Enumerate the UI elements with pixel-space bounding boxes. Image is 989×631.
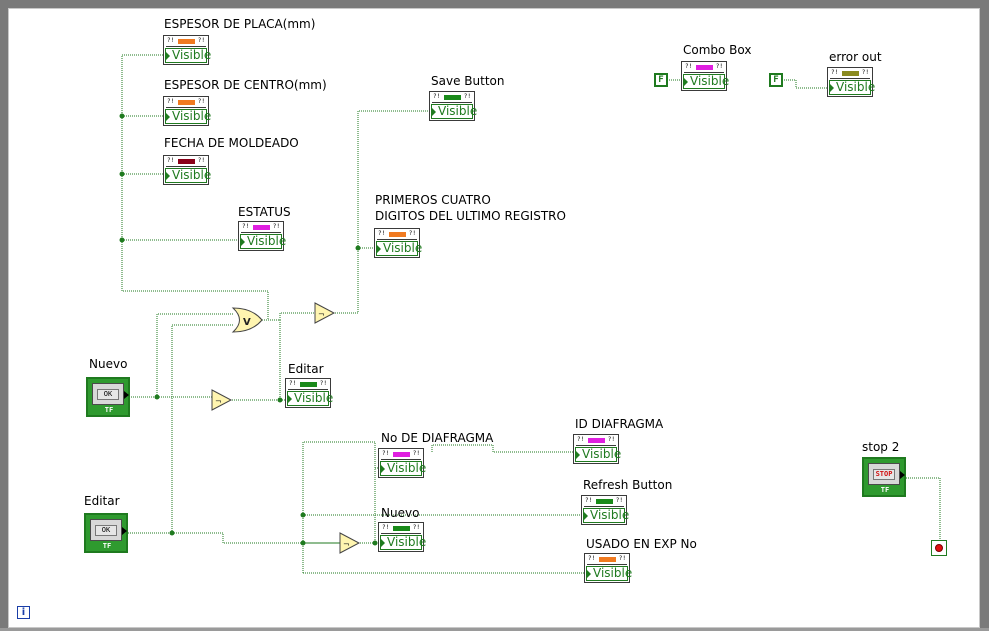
property-node-fecha-moldeado[interactable]: ?!?! Visible xyxy=(163,155,211,185)
label-no-diafragma: No DE DIAFRAGMA xyxy=(381,431,494,445)
visible-property[interactable]: Visible xyxy=(586,566,632,581)
visible-property[interactable]: Visible xyxy=(165,168,211,183)
loop-iteration-icon[interactable]: i xyxy=(17,606,30,619)
visible-property[interactable]: Visible xyxy=(240,234,286,249)
nuevo-boolean-control[interactable]: OK TF xyxy=(86,377,130,417)
label-stop2: stop 2 xyxy=(862,440,900,454)
visible-property[interactable]: Visible xyxy=(583,508,629,523)
label-refresh-button: Refresh Button xyxy=(583,478,673,492)
property-node-editar[interactable]: ?!?! Visible xyxy=(285,378,333,408)
label-nuevo-control: Nuevo xyxy=(89,357,128,371)
property-node-estatus[interactable]: ?!?! Visible xyxy=(238,221,286,251)
stop-if-true-icon xyxy=(935,544,943,552)
visible-property[interactable]: Visible xyxy=(165,48,211,63)
svg-text:¬: ¬ xyxy=(343,540,350,549)
label-combo-box: Combo Box xyxy=(683,43,752,57)
property-node-error-out[interactable]: ?!?! Visible xyxy=(827,67,875,97)
property-node-save-button[interactable]: ?!?! Visible xyxy=(429,91,477,121)
false-constant-error[interactable]: F xyxy=(769,73,783,87)
loop-condition-terminal[interactable] xyxy=(931,540,947,556)
not-gate-upper[interactable]: ¬ xyxy=(314,302,336,324)
property-node-nuevo[interactable]: ?!?! Visible xyxy=(378,522,426,552)
stop2-boolean-control[interactable]: STOP TF xyxy=(862,457,906,497)
label-fecha-moldeado: FECHA DE MOLDEADO xyxy=(164,136,299,150)
editar-boolean-control[interactable]: OK TF xyxy=(84,513,128,553)
label-error-out: error out xyxy=(829,50,882,64)
ok-button-icon: OK xyxy=(95,525,117,536)
label-primeros-cuatro-line2: DIGITOS DEL ULTIMO REGISTRO xyxy=(375,209,566,223)
svg-text:¬: ¬ xyxy=(215,397,222,406)
stop-button-icon: STOP xyxy=(873,469,895,480)
label-editar-control: Editar xyxy=(84,494,120,508)
svg-text:¬: ¬ xyxy=(318,310,325,319)
visible-property[interactable]: Visible xyxy=(829,80,875,95)
window-inner-edge xyxy=(8,8,980,628)
label-id-diafragma: ID DIAFRAGMA xyxy=(575,417,664,431)
visible-property[interactable]: Visible xyxy=(287,391,333,406)
false-constant-combo[interactable]: F xyxy=(654,73,668,87)
property-node-primeros-cuatro[interactable]: ?!?! Visible xyxy=(374,228,422,258)
visible-property[interactable]: Visible xyxy=(575,447,621,462)
svg-text:V: V xyxy=(243,317,251,328)
label-editar-node: Editar xyxy=(288,362,324,376)
visible-property[interactable]: Visible xyxy=(165,109,211,124)
property-node-refresh-button[interactable]: ?!?! Visible xyxy=(581,495,629,525)
window-left-border xyxy=(0,0,8,631)
or-gate[interactable]: V xyxy=(231,307,263,333)
label-usado-exp: USADO EN EXP No xyxy=(586,537,697,551)
property-node-espesor-placa[interactable]: ?!?! Visible xyxy=(163,35,211,65)
visible-property[interactable]: Visible xyxy=(380,461,426,476)
property-node-usado-exp[interactable]: ?!?! Visible xyxy=(584,553,632,583)
window-right-border xyxy=(980,0,989,631)
label-save-button: Save Button xyxy=(431,74,505,88)
visible-property[interactable]: Visible xyxy=(431,104,477,119)
visible-property[interactable]: Visible xyxy=(376,241,422,256)
visible-property[interactable]: Visible xyxy=(683,74,729,89)
property-node-combo-box[interactable]: ?!?! Visible xyxy=(681,61,729,91)
label-nuevo-node: Nuevo xyxy=(381,506,420,520)
window-top-border xyxy=(0,0,989,8)
property-node-id-diafragma[interactable]: ?!?! Visible xyxy=(573,434,621,464)
label-primeros-cuatro-line1: PRIMEROS CUATRO xyxy=(375,193,491,207)
label-espesor-placa: ESPESOR DE PLACA(mm) xyxy=(164,17,316,31)
property-node-espesor-centro[interactable]: ?!?! Visible xyxy=(163,96,211,126)
ok-button-icon: OK xyxy=(97,389,119,400)
property-node-no-diafragma[interactable]: ?!?! Visible xyxy=(378,448,426,478)
label-espesor-centro: ESPESOR DE CENTRO(mm) xyxy=(164,78,327,92)
visible-property[interactable]: Visible xyxy=(380,535,426,550)
window-bottom-border xyxy=(0,628,989,631)
not-gate-middle[interactable]: ¬ xyxy=(211,389,233,411)
not-gate-lower[interactable]: ¬ xyxy=(339,532,361,554)
label-estatus: ESTATUS xyxy=(238,205,291,219)
